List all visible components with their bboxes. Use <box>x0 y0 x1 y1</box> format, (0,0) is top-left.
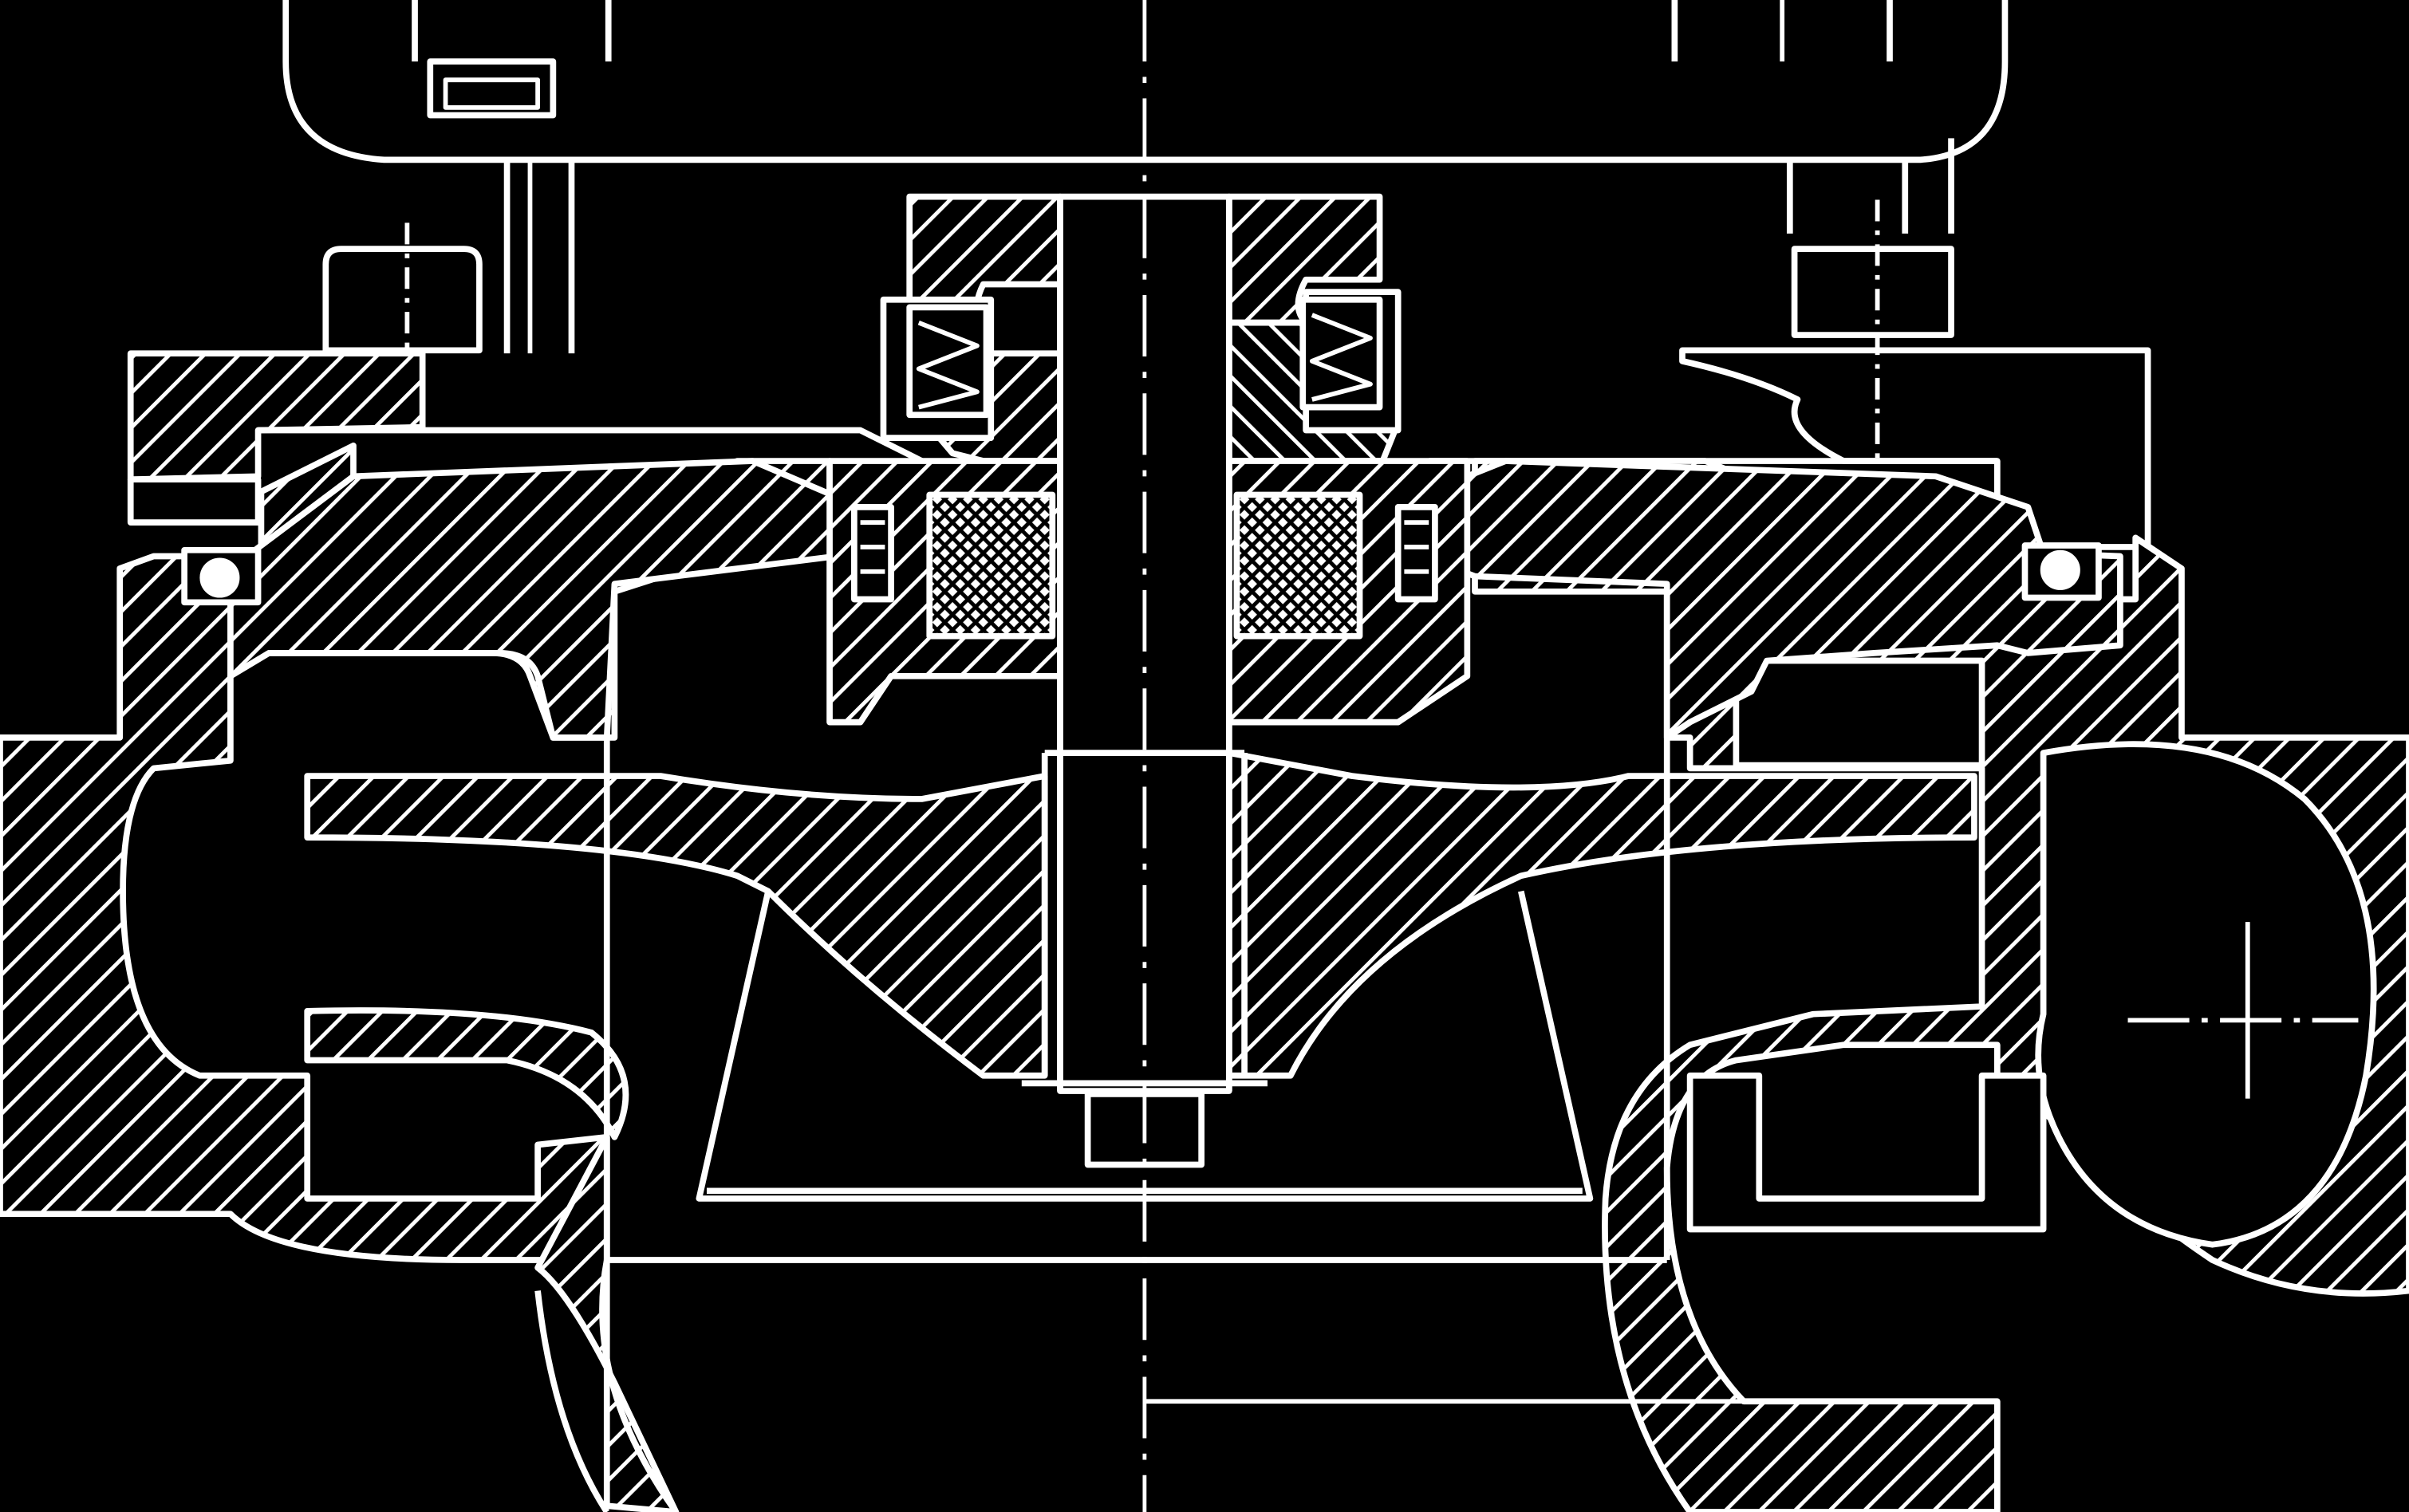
inlet-throat <box>534 1259 679 1512</box>
seal-screws <box>851 504 1438 603</box>
seal-springs <box>906 296 1383 419</box>
pump-casing <box>0 442 2409 1512</box>
casing-cover <box>227 458 864 741</box>
volute-center-mark <box>2127 922 2359 1099</box>
motor-housing <box>282 0 2009 354</box>
casing-cover-right <box>1410 458 2123 741</box>
hex-bolt-right <box>1791 199 1954 462</box>
o-ring-left <box>181 546 262 606</box>
packing-ring <box>926 491 1363 640</box>
o-ring-right <box>2021 542 2102 601</box>
hex-bolt-left <box>322 222 483 361</box>
